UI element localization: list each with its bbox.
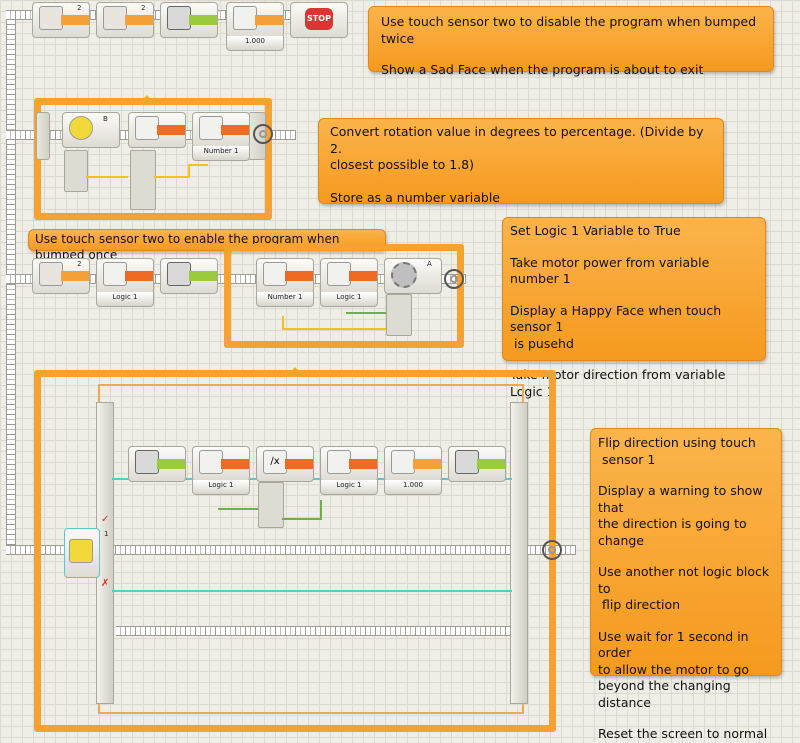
data-wire xyxy=(86,176,128,178)
rotation-sensor-block[interactable]: B xyxy=(62,112,120,148)
left-sequence-beam xyxy=(6,14,16,554)
variable-block-logic-read-2[interactable] xyxy=(192,446,250,482)
loop-forever-icon xyxy=(253,124,273,144)
display-icon xyxy=(455,450,479,474)
motor-block-plugs xyxy=(386,294,412,336)
switch-right-rail xyxy=(510,402,528,704)
touch-sensor-icon xyxy=(39,6,63,30)
suitcase-icon xyxy=(199,116,223,140)
stop-icon: STOP xyxy=(305,8,333,30)
gear-icon xyxy=(391,262,417,288)
motor-block[interactable]: A xyxy=(384,258,442,294)
logic-wire xyxy=(218,508,258,510)
loop-start-bar xyxy=(36,112,50,160)
display-block-warning[interactable] xyxy=(128,446,186,482)
switch-port-label: 1 xyxy=(104,530,109,538)
logic-not-plugs xyxy=(258,482,284,528)
data-wire xyxy=(188,164,190,178)
row4-false-branch-beam xyxy=(116,626,512,636)
comment-note-1: Use touch sensor two to disable the prog… xyxy=(368,6,774,77)
switch-touch-sensor-block[interactable] xyxy=(64,528,100,578)
false-branch-line xyxy=(112,590,512,592)
wait-touch-sensor-block-3[interactable]: 2 xyxy=(32,258,90,294)
math-block[interactable] xyxy=(128,112,186,148)
variable-logic-read-foot: Logic 1 xyxy=(320,292,378,307)
touch-sensor-icon xyxy=(69,539,93,563)
variable-block-number-read[interactable] xyxy=(256,258,314,294)
comment-note-2: Convert rotation value in degrees to per… xyxy=(318,118,724,205)
wait-touch-sensor-block-1[interactable]: 2 xyxy=(32,2,90,38)
data-wire xyxy=(188,164,208,166)
variable-block-logic-set[interactable] xyxy=(96,258,154,294)
wait-time-block[interactable] xyxy=(226,2,284,38)
port-label: 2 xyxy=(141,4,146,12)
touch-sensor-icon xyxy=(103,6,127,30)
switch-bottom-frame xyxy=(98,712,524,714)
switch-top-frame xyxy=(98,384,524,386)
hourglass-icon xyxy=(233,6,257,30)
data-wire xyxy=(154,176,188,178)
wait-time-block-2[interactable] xyxy=(384,446,442,482)
data-wire xyxy=(282,328,386,330)
variable-logic-write-foot: Logic 1 xyxy=(320,480,378,495)
not-logic-icon: ∕x xyxy=(263,450,287,474)
wait-touch-sensor-block-2[interactable]: 2 xyxy=(96,2,154,38)
logic-wire xyxy=(320,500,322,520)
display-icon xyxy=(135,450,159,474)
stop-block[interactable]: STOP xyxy=(290,2,348,38)
suitcase-icon xyxy=(199,450,223,474)
variable-block-logic-read[interactable] xyxy=(320,258,378,294)
loop-top-arrow xyxy=(142,95,152,101)
row4-sequence-beam xyxy=(6,545,576,555)
loop-block-motor[interactable] xyxy=(224,244,464,348)
touch-sensor-icon xyxy=(39,262,63,286)
variable-logic-read-2-foot: Logic 1 xyxy=(192,480,250,495)
suitcase-icon xyxy=(263,262,287,286)
comment-note-5: Flip direction using touch sensor 1 Disp… xyxy=(590,428,782,741)
logic-not-block[interactable]: ∕x xyxy=(256,446,314,482)
port-label: A xyxy=(427,260,432,268)
variable-block-logic-write[interactable] xyxy=(320,446,378,482)
calculator-icon xyxy=(135,116,159,140)
suitcase-icon xyxy=(327,450,351,474)
variable-block-number[interactable] xyxy=(192,112,250,148)
row3-sequence-beam xyxy=(6,274,466,284)
false-cross-icon: ✗ xyxy=(101,578,110,589)
display-block-sad-face[interactable] xyxy=(160,2,218,38)
display-icon xyxy=(167,6,191,30)
port-label: B xyxy=(103,115,108,123)
suitcase-icon xyxy=(327,262,351,286)
suitcase-icon xyxy=(103,262,127,286)
wait-time-foot: 1.000 xyxy=(226,36,284,51)
loop-top-arrow xyxy=(290,367,300,373)
logic-wire xyxy=(346,312,386,314)
display-icon xyxy=(167,262,191,286)
comment-note-4: Set Logic 1 Variable to True Take motor … xyxy=(502,217,766,399)
variable-number-foot: Number 1 xyxy=(192,146,250,161)
loop-forever-icon xyxy=(444,269,464,289)
variable-logic-foot: Logic 1 xyxy=(96,292,154,307)
port-label: 2 xyxy=(77,260,82,268)
loop-forever-icon xyxy=(542,540,562,560)
rotation-sensor-plugs xyxy=(64,150,88,192)
display-block-happy-face[interactable] xyxy=(160,258,218,294)
hourglass-icon xyxy=(391,450,415,474)
math-block-plugs xyxy=(130,150,156,210)
variable-number-read-foot: Number 1 xyxy=(256,292,314,307)
data-wire xyxy=(282,316,284,328)
true-check-icon: ✓ xyxy=(101,514,110,525)
display-block-reset[interactable] xyxy=(448,446,506,482)
rotation-icon xyxy=(69,116,93,140)
logic-wire xyxy=(282,518,322,520)
port-label: 2 xyxy=(77,4,82,12)
wait-time-2-foot: 1.000 xyxy=(384,480,442,495)
